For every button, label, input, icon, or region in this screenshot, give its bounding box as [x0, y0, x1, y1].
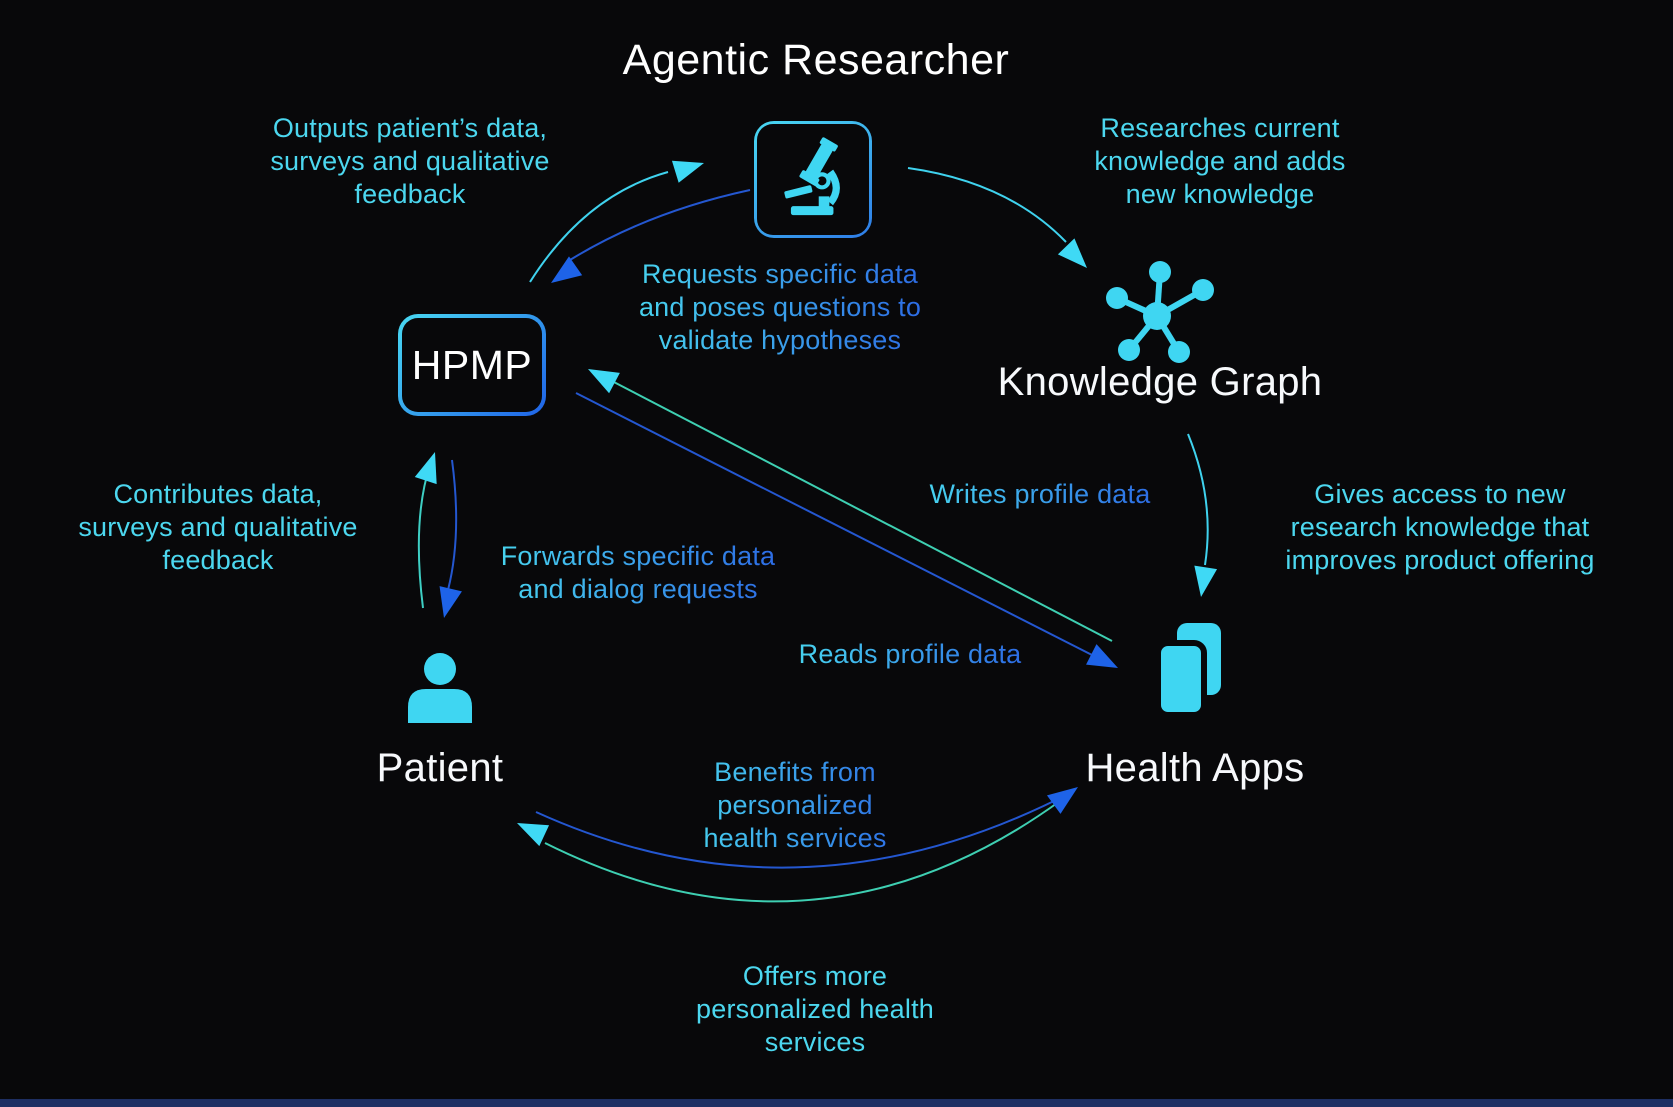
edge-label-offers-services: Offers more personalized health services	[696, 961, 934, 1057]
arrowhead-health-apps-to-patient	[517, 823, 550, 847]
edge-label-benefits-from: Benefits from personalized health servic…	[660, 756, 930, 855]
arrow-health-apps-to-patient	[535, 792, 1071, 869]
node-label-health-apps: Health Apps	[1085, 746, 1305, 790]
arrowhead-hpmp-to-health-apps	[1086, 644, 1118, 668]
microscope-icon	[784, 136, 840, 215]
arrow-hpmp-to-patient	[447, 459, 458, 591]
arrow-patient-to-hpmp	[417, 464, 431, 609]
person-icon	[408, 653, 472, 723]
bottom-strip	[0, 1099, 1673, 1107]
arrow-patient-to-health-apps	[544, 800, 1061, 903]
network-graph-icon	[1106, 261, 1214, 363]
arrowhead-patient-to-hpmp	[414, 452, 437, 485]
arrowhead-hpmp-to-researcher	[671, 160, 704, 183]
node-label-knowledge-graph: Knowledge Graph	[997, 360, 1323, 404]
edge-label-gives-access: Gives access to new research knowledge t…	[1285, 479, 1595, 575]
edge-label-requests-data: Requests specific data and poses questio…	[605, 258, 955, 357]
edge-label-researches-knowledge: Researches current knowledge and adds ne…	[1094, 113, 1346, 209]
edge-label-contributes-data: Contributes data, surveys and qualitativ…	[78, 479, 358, 575]
node-hpmp: HPMP	[398, 314, 546, 416]
arrow-researcher-to-hpmp	[569, 189, 751, 261]
arrow-researcher-to-knowledge-graph	[907, 167, 1067, 243]
arrowhead-patient-to-health-apps	[1046, 787, 1078, 814]
arrowhead-researcher-to-knowledge-graph	[1057, 238, 1087, 268]
arrowhead-hpmp-to-patient	[439, 586, 462, 618]
arrow-knowledge-graph-to-health-apps	[1187, 433, 1209, 566]
hpmp-label: HPMP	[402, 318, 542, 412]
mobile-apps-icon	[1155, 623, 1221, 718]
node-label-patient: Patient	[376, 746, 504, 790]
edge-label-reads-profile-data: Reads profile data	[770, 638, 1050, 671]
arrowhead-researcher-to-hpmp	[551, 256, 583, 283]
edge-label-outputs-patient-data: Outputs patient’s data, surveys and qual…	[270, 113, 550, 209]
arrow-health-apps-to-hpmp	[609, 379, 1113, 642]
arrow-hpmp-to-health-apps	[575, 392, 1095, 657]
arrowhead-health-apps-to-hpmp	[588, 369, 620, 394]
edge-label-forwards-data: Forwards specific data and dialog reques…	[468, 540, 808, 606]
researcher-icon-box	[754, 121, 872, 238]
arrowhead-knowledge-graph-to-health-apps	[1194, 565, 1218, 597]
page-title: Agentic Researcher	[622, 36, 1010, 84]
edge-label-writes-profile-data: Writes profile data	[900, 478, 1180, 511]
arrow-hpmp-to-researcher	[529, 171, 669, 283]
